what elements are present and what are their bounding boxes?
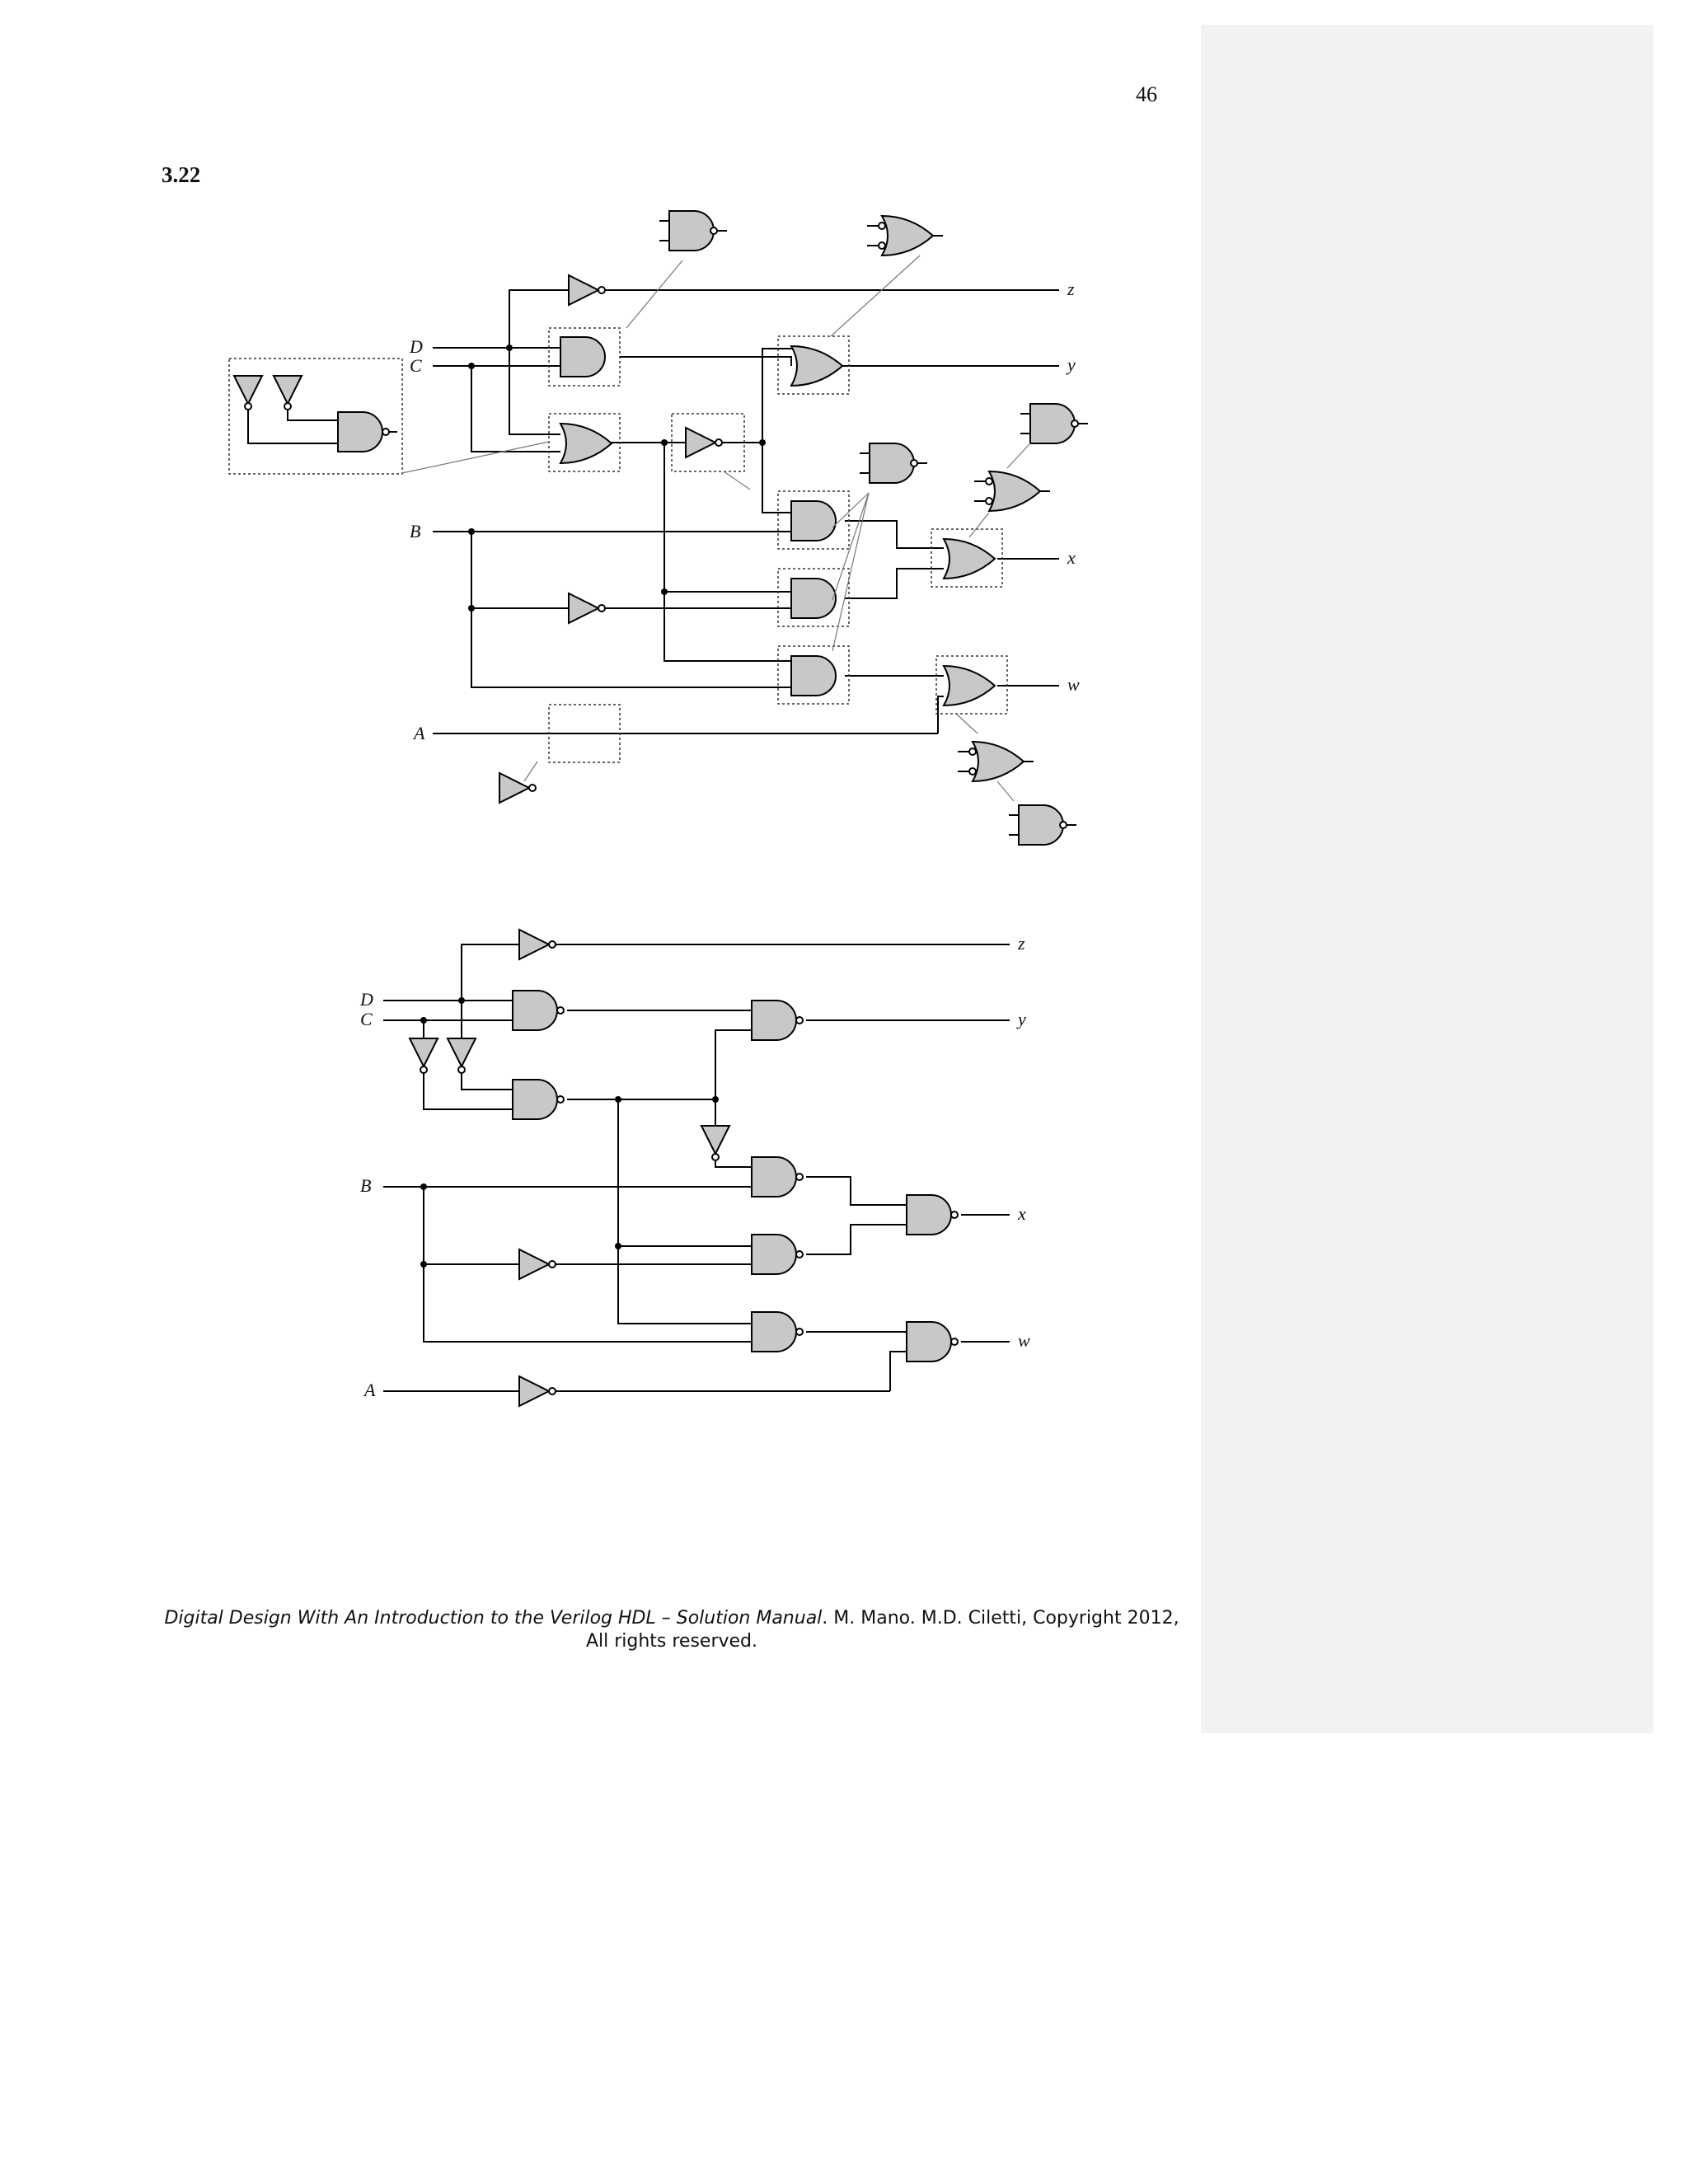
and-gate [790,655,837,696]
top-output-w: w [1067,674,1080,695]
top-wires [433,289,1059,734]
top-output-z: z [1067,279,1075,299]
callout-leader-lines [401,255,1031,802]
top-junctions [468,344,766,612]
bottom-input-d: D [359,989,373,1010]
inverter-gate [568,274,606,306]
bottom-input-a: A [363,1380,376,1400]
nand-gate [751,1234,804,1275]
footer-line-1: Digital Design With An Introduction to t… [132,1607,1212,1630]
margin-panel [1201,25,1653,1733]
inverter-gate [518,1376,556,1407]
inverter-gate [685,427,723,458]
inverter-gate [568,593,606,624]
bottom-output-y: y [1016,1009,1026,1029]
bottom-input-b: B [360,1175,371,1196]
callout-inverter [499,772,537,804]
inverter-gate [518,1249,556,1280]
nand-gate [751,1311,804,1352]
top-input-c: C [410,355,422,376]
callout-nand [860,443,927,484]
and-gate [790,578,837,619]
footer-citation: Digital Design With An Introduction to t… [132,1607,1212,1653]
or-gate [790,345,843,387]
top-input-d: D [409,336,423,357]
logic-circuit-diagrams: D C B A z y x w [228,210,1088,1407]
or-gate [943,665,996,706]
inverter-gate [409,1038,438,1074]
nand-gate [751,1000,804,1041]
top-output-y: y [1066,354,1076,375]
bottom-output-x: x [1017,1203,1026,1224]
footer-line-2: All rights reserved. [585,1631,758,1652]
problem-label: 3.22 [162,162,201,187]
top-input-a: A [412,723,425,743]
bottom-junctions [420,997,719,1268]
top-dotted-boxes [228,327,1008,763]
inverter-gate [701,1125,730,1161]
inverter-gate [518,929,556,960]
top-output-x: x [1067,547,1076,568]
footer-book-title: Digital Design With An Introduction to t… [164,1608,823,1629]
callout-nand [659,210,727,251]
nand-gate [906,1321,959,1362]
footer-authors: . M. Mano. M.D. Ciletti, Copyright 2012, [822,1608,1179,1629]
callout-nand-inverted-inputs [233,375,397,452]
bottom-output-w: w [1018,1330,1030,1351]
nand-gate [751,1156,804,1197]
or-gate [943,538,996,579]
circuit-top: D C B A z y x w [228,210,1088,846]
callout-or-inverted-inputs [867,215,943,256]
or-gate [560,423,612,464]
callout-or-inverted-inputs [974,471,1050,512]
and-gate [560,336,606,377]
callout-or-inverted-inputs [958,741,1034,782]
and-gate [790,500,837,541]
page-number: 46 [1136,82,1157,106]
nand-gate [512,990,565,1031]
nand-gate [906,1194,959,1235]
bottom-output-z: z [1017,933,1025,954]
nand-gate [512,1079,565,1120]
circuit-bottom: D C B A z y x w [359,929,1030,1407]
callout-nand [1020,403,1088,444]
top-input-b: B [410,521,420,541]
callout-nand [1009,804,1076,846]
bottom-input-c: C [360,1009,373,1029]
inverter-gate [447,1038,476,1074]
